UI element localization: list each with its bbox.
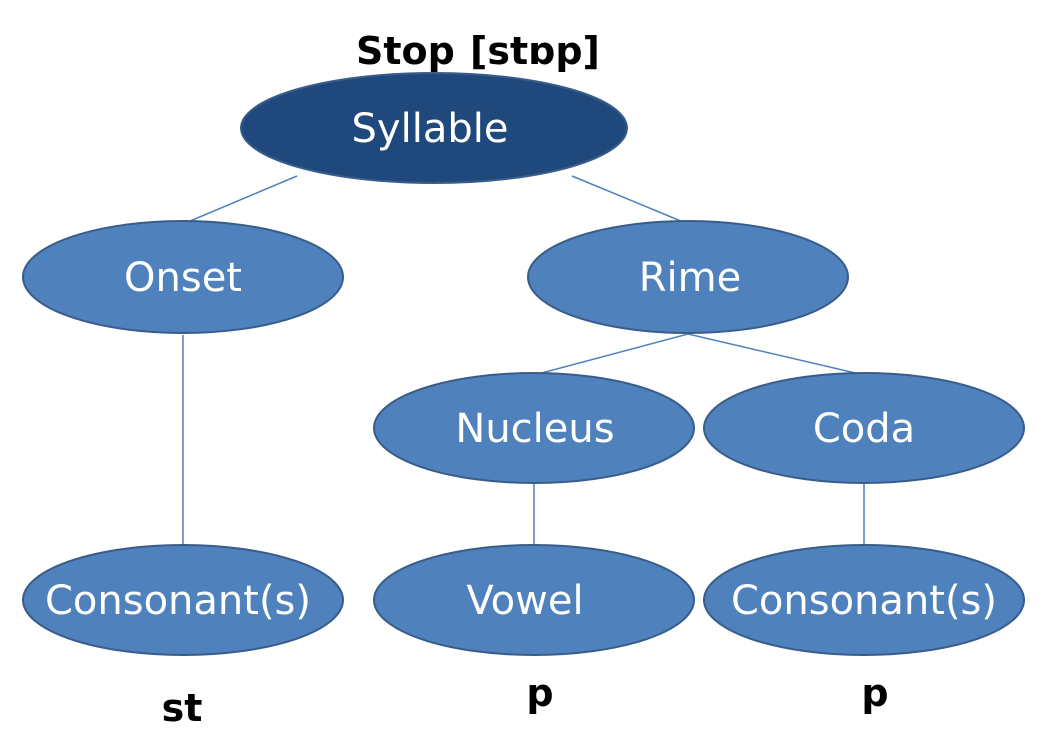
node-onset: Onset — [22, 220, 344, 334]
node-coda-label: Coda — [813, 406, 915, 452]
node-onset-consonants-label: Consonant(s) — [45, 578, 311, 624]
edge-syllable-rime — [571, 175, 689, 225]
node-syllable-shape — [240, 72, 628, 184]
example-vowel: p — [526, 671, 553, 715]
node-nucleus-shape — [373, 372, 695, 484]
edge-rime-coda — [687, 333, 865, 376]
example-coda: p — [861, 671, 888, 715]
node-coda-consonants: Consonant(s) — [703, 544, 1025, 656]
node-rime-shape — [527, 220, 849, 334]
node-nucleus: Nucleus — [373, 372, 695, 484]
edges — [182, 175, 865, 548]
example-onset: st — [162, 686, 203, 730]
node-onset-consonants: Consonant(s) — [22, 544, 344, 656]
node-nucleus-label: Nucleus — [455, 406, 614, 452]
node-rime-label: Rime — [639, 255, 741, 301]
node-coda: Coda — [703, 372, 1025, 484]
node-onset-label: Onset — [124, 255, 242, 301]
node-vowel-shape — [373, 544, 695, 656]
node-coda-shape — [703, 372, 1025, 484]
node-rime: Rime — [527, 220, 849, 334]
edge-rime-nucleus — [533, 333, 689, 376]
node-syllable-label: Syllable — [352, 106, 509, 152]
node-syllable: Syllable — [240, 72, 628, 184]
title-ipa: [stɒp] — [470, 29, 600, 73]
node-onset-shape — [22, 220, 344, 334]
title-word: Stop — [356, 29, 455, 73]
node-vowel: Vowel — [373, 544, 695, 656]
node-onset-consonants-shape — [22, 544, 344, 656]
node-coda-consonants-shape — [703, 544, 1025, 656]
node-coda-consonants-label: Consonant(s) — [731, 578, 997, 624]
edge-syllable-onset — [182, 175, 298, 225]
node-vowel-label: Vowel — [466, 578, 583, 624]
